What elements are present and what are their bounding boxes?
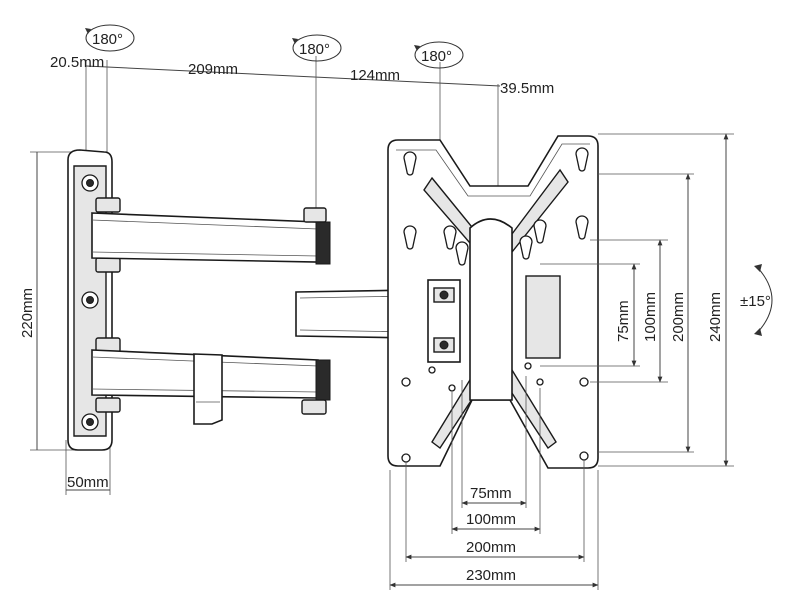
- dim-label-100mm-vertical: 100mm: [642, 292, 659, 342]
- left-height-dimension: 220mm: [19, 151, 80, 451]
- dim-label-200mm-horizontal: 200mm: [466, 539, 516, 556]
- dim-label-209mm: 209mm: [188, 61, 238, 78]
- pivot-nut-top: [95, 197, 121, 213]
- vesa-hole: [401, 377, 411, 387]
- vesa-hole: [536, 378, 544, 386]
- dim-label-20-5mm: 20.5mm: [50, 54, 104, 71]
- lower-arm: [91, 349, 331, 425]
- upper-arm: [91, 207, 331, 265]
- rotation-label: 180°: [421, 48, 452, 65]
- upper-arm-edge: [91, 219, 319, 230]
- vesa-cutout: [525, 275, 561, 359]
- rotation-badge-right: 180°: [414, 41, 464, 69]
- vesa-plate-inner-edge: [396, 143, 590, 197]
- arrowhead-icon: [414, 45, 420, 51]
- arrowhead-icon: [754, 328, 762, 336]
- keyhole-mid-right: [575, 215, 589, 240]
- arrowhead-icon: [292, 38, 298, 44]
- cable-clip: [193, 353, 223, 425]
- rotation-label: 180°: [92, 31, 123, 48]
- dim-label-200mm-vertical: 200mm: [670, 292, 687, 342]
- dim-label-100mm-horizontal: 100mm: [466, 511, 516, 528]
- arrowhead-icon: [754, 264, 762, 272]
- upper-arm-body: [91, 212, 319, 263]
- vesa-hole: [448, 384, 456, 392]
- rotation-badge-left: 180°: [85, 24, 135, 52]
- dim-label-75mm-vertical: 75mm: [615, 300, 632, 342]
- dim-label-220mm: 220mm: [19, 288, 36, 338]
- lower-arm-pivot-nut: [301, 399, 327, 415]
- top-dimension-baseline: [85, 65, 501, 87]
- keyhole-slots: [403, 147, 589, 266]
- dim-label-230mm-horizontal: 230mm: [466, 567, 516, 584]
- base-width-dimension: 50mm: [65, 440, 111, 495]
- dim-label-124mm: 124mm: [350, 67, 400, 84]
- dim-label-39-5mm: 39.5mm: [500, 80, 554, 97]
- rotation-arrow-icon: [414, 41, 464, 69]
- screw-head: [86, 296, 94, 304]
- vesa-plate: [387, 135, 599, 469]
- screw-head: [86, 418, 94, 426]
- tilt-label: ±15°: [740, 293, 771, 310]
- vesa-hole: [401, 453, 411, 463]
- keyhole-top-right: [575, 147, 589, 172]
- upper-arm-edge-bottom: [91, 251, 319, 257]
- pivot-nut-bottom-lower: [95, 397, 121, 413]
- rotation-label: 180°: [299, 41, 330, 58]
- top-dimension-lines: 20.5mm 209mm 124mm 39.5mm: [50, 54, 554, 210]
- pivot-nut-top-lower: [95, 257, 121, 273]
- right-vertical-dimensions: 75mm 100mm 200mm 240mm: [540, 133, 734, 467]
- keyhole-inner-left: [443, 225, 457, 250]
- keyhole-inner-right-2: [519, 235, 533, 260]
- vesa-hole: [524, 362, 532, 370]
- bolt-head: [439, 290, 449, 300]
- arrowhead-icon: [85, 28, 91, 34]
- bolt-head: [439, 340, 449, 350]
- rotation-arrow-icon: [292, 34, 342, 62]
- tilt-arc-icon: [757, 267, 773, 333]
- dim-label-50mm: 50mm: [67, 474, 109, 491]
- keyhole-top-left: [403, 151, 417, 176]
- lower-arm-end-cap: [315, 359, 331, 401]
- vesa-hole: [579, 451, 589, 461]
- vesa-center-column: [469, 218, 513, 401]
- tilt-indicator: ±15°: [740, 264, 773, 336]
- vesa-hole: [579, 377, 589, 387]
- rotation-badge-middle: 180°: [292, 34, 342, 62]
- upper-arm-end-cap: [315, 221, 331, 265]
- bottom-dimensions: 75mm 100mm 200mm 230mm: [389, 376, 599, 590]
- dim-label-75mm-horizontal: 75mm: [470, 485, 512, 502]
- wall-plate: [67, 149, 121, 451]
- dim-label-240mm-vertical: 240mm: [707, 292, 724, 342]
- upper-arm-pivot-nut: [303, 207, 327, 223]
- screw-head: [86, 179, 94, 187]
- keyhole-inner-right: [533, 219, 547, 244]
- keyhole-mid-left: [403, 225, 417, 250]
- vesa-hole: [428, 366, 436, 374]
- keyhole-inner-left-2: [455, 241, 469, 266]
- rotation-arrow-icon: [85, 24, 135, 52]
